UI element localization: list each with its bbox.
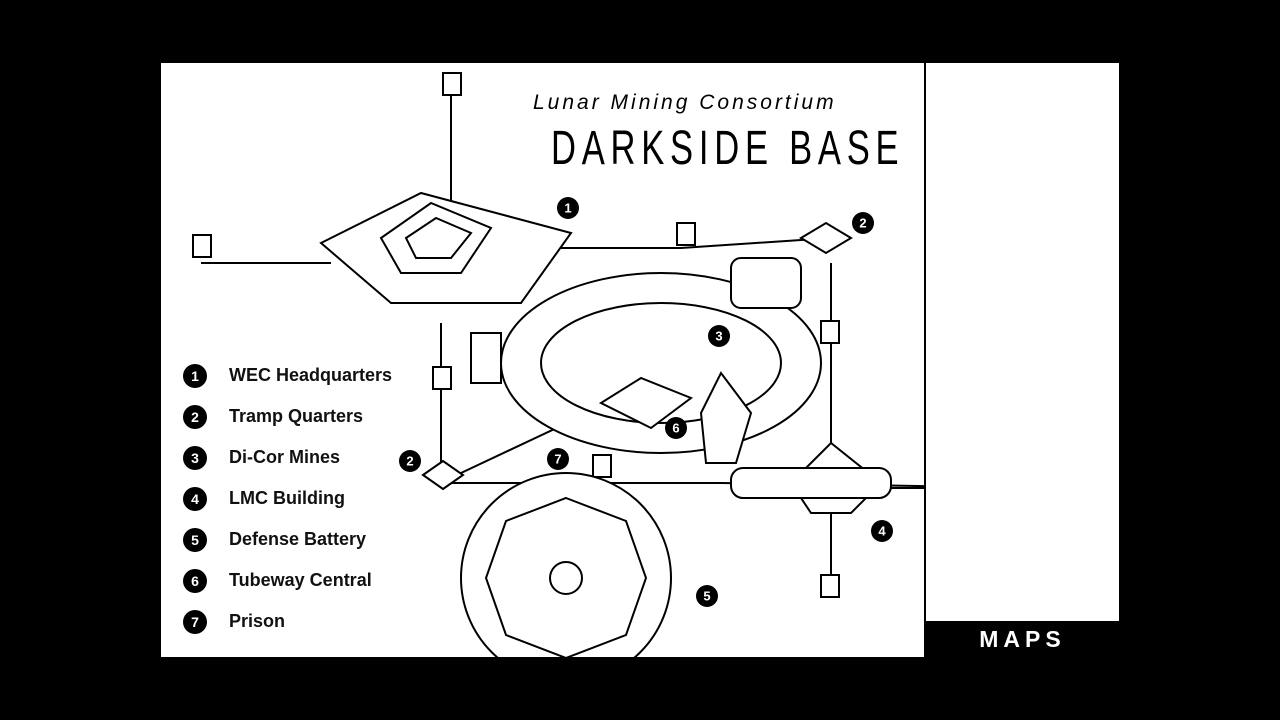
svg-text:4: 4: [878, 524, 886, 539]
pylon: [820, 320, 840, 344]
legend-label: Di-Cor Mines: [229, 447, 341, 467]
legend-number: 5: [183, 527, 207, 552]
map-marker-6: 6: [665, 417, 687, 439]
mines-complex: [730, 257, 802, 309]
legend-number: 7: [183, 609, 207, 634]
svg-text:6: 6: [672, 421, 679, 436]
pylon: [442, 72, 462, 96]
legend-item: 4 LMC Building: [183, 478, 392, 519]
map-marker-7: 7: [547, 448, 569, 470]
base-map-illustration: 1 2 2 3 4 5 6 7: [192, 72, 924, 657]
maps-section-tab: MAPS: [926, 621, 1119, 657]
legend-item: 5 Defense Battery: [183, 519, 392, 560]
legend-label: Tubeway Central: [229, 570, 372, 590]
tubeway-building: [598, 376, 694, 430]
corridor: [561, 237, 832, 249]
map-marker-3: 3: [708, 325, 730, 347]
map-marker-2: 2: [852, 212, 874, 234]
map-marker-2b: 2: [399, 450, 421, 472]
map-page: 1 2 2 3 4 5 6 7 Lunar Mining Consortium …: [161, 63, 1119, 657]
prison-building: [470, 332, 502, 384]
legend-number: 1: [183, 363, 207, 388]
svg-text:5: 5: [703, 589, 710, 604]
map-legend: 1 WEC Headquarters 2 Tramp Quarters 3 Di…: [183, 355, 392, 642]
map-title: DARKSIDE BASE: [551, 122, 905, 175]
tramp-pad: [799, 221, 853, 255]
map-marker-5: 5: [696, 585, 718, 607]
map-panel: 1 2 2 3 4 5 6 7 Lunar Mining Consortium …: [161, 63, 924, 657]
map-subtitle: Lunar Mining Consortium: [533, 91, 837, 114]
svg-text:1: 1: [564, 201, 571, 216]
pylon: [432, 366, 452, 390]
svg-text:7: 7: [554, 452, 561, 467]
legend-number: 2: [183, 404, 207, 429]
pylon: [676, 222, 696, 246]
legend-label: Defense Battery: [229, 529, 367, 549]
svg-text:2: 2: [859, 216, 866, 231]
legend-item: 2 Tramp Quarters: [183, 396, 392, 437]
svg-text:3: 3: [715, 329, 722, 344]
legend-item: 1 WEC Headquarters: [183, 355, 392, 396]
map-marker-1: 1: [557, 197, 579, 219]
legend-label: WEC Headquarters: [229, 365, 393, 385]
pylon: [820, 574, 840, 598]
svg-text:2: 2: [406, 454, 413, 469]
legend-item: 6 Tubeway Central: [183, 560, 392, 601]
legend-number: 3: [183, 445, 207, 470]
legend-label: LMC Building: [229, 488, 345, 508]
tramp-pad: [421, 459, 465, 491]
side-panel: MAPS: [924, 63, 1119, 657]
legend-label: Prison: [229, 611, 286, 631]
legend-number: 4: [183, 486, 207, 511]
pylon: [192, 234, 212, 258]
legend-number: 6: [183, 568, 207, 593]
legend-item: 3 Di-Cor Mines: [183, 437, 392, 478]
map-marker-4: 4: [871, 520, 893, 542]
legend-label: Tramp Quarters: [229, 406, 364, 426]
pylon: [592, 454, 612, 478]
legend-item: 7 Prison: [183, 601, 392, 642]
